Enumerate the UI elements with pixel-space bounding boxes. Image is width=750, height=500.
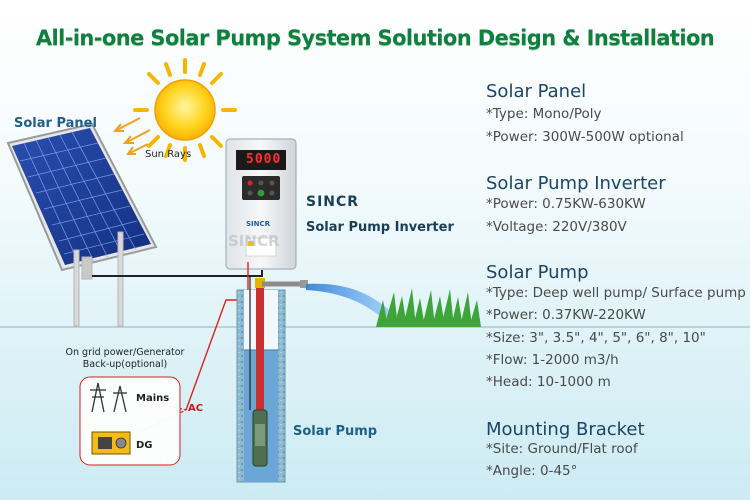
mounting-bracket [73, 231, 124, 327]
spec-line: *Power: 0.37KW-220KW [486, 307, 646, 323]
brand-label: SINCR [306, 194, 360, 210]
backup-power-label: On grid power/Generator Back-up(optional… [65, 347, 185, 370]
submersible-pump-icon [252, 409, 268, 467]
sun-rays-label: Sun Rays [145, 149, 192, 160]
solar-panel-array [6, 122, 158, 272]
page-title: All-in-one Solar Pump System Solution De… [35, 26, 715, 50]
solar-panel-label: Solar Panel [14, 116, 97, 131]
ac-label: AC [188, 403, 204, 414]
sun-icon [133, 58, 237, 162]
spec-line: *Type: Mono/Poly [486, 106, 602, 122]
mains-tower-icon [90, 382, 127, 413]
spec-line: *Head: 10-1000 m [486, 374, 611, 390]
grass-field [376, 288, 481, 327]
dc-cable [92, 270, 263, 277]
pump-pipe [249, 276, 308, 428]
inverter-watermark: SINCR [228, 232, 280, 250]
mains-label: Mains [136, 393, 170, 404]
spec-line: *Angle: 0-45° [486, 463, 578, 479]
inverter-display-readout: 5000 [246, 152, 282, 167]
inverter-label: Solar Pump Inverter [306, 220, 454, 235]
spec-line: *Voltage: 220V/380V [486, 219, 627, 235]
dg-label: DG [136, 440, 153, 451]
spec-title-inverter: Solar Pump Inverter [486, 173, 666, 194]
spec-title-mounting-bracket: Mounting Bracket [486, 419, 645, 440]
spec-title-solar-pump: Solar Pump [486, 262, 589, 283]
spec-line: *Power: 300W-500W optional [486, 129, 684, 145]
generator-icon [91, 431, 131, 455]
inverter-face-brand: SINCR [246, 220, 271, 228]
spec-line: *Size: 3", 3.5", 4", 5", 6", 8", 10" [486, 330, 706, 346]
inverter-unit [225, 138, 297, 270]
spec-line: *Power: 0.75KW-630KW [486, 196, 646, 212]
spec-line: *Flow: 1-2000 m3/h [486, 352, 619, 368]
spec-title-solar-panel: Solar Panel [486, 81, 587, 102]
spec-line: *Site: Ground/Flat roof [486, 441, 638, 457]
sun-rays-arrows [112, 117, 151, 155]
solar-pump-label: Solar Pump [293, 424, 378, 439]
spec-line: *Type: Deep well pump/ Surface pump [486, 285, 746, 301]
